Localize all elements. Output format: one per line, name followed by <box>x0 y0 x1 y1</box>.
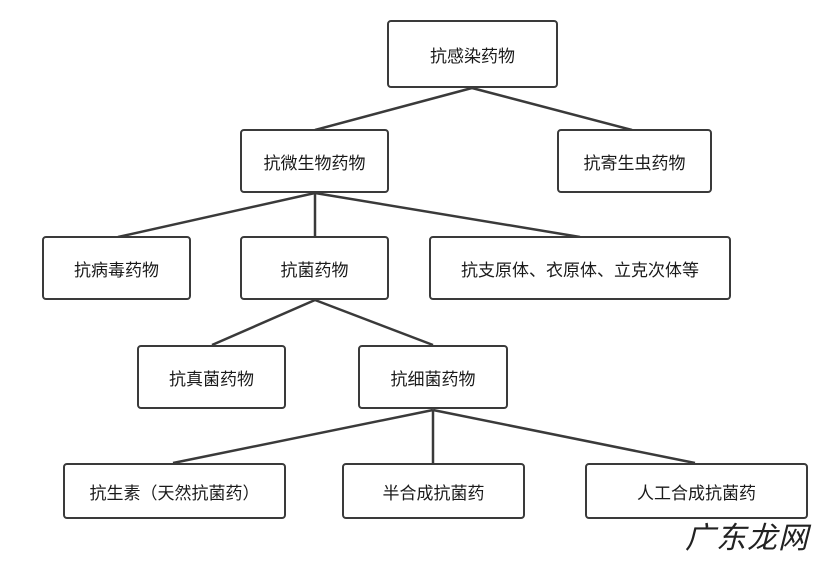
edge-antimicrobial-antimycoplasma <box>314 191 581 239</box>
node-antifungal-drugs: 抗真菌药物 <box>137 345 286 409</box>
node-antibiotics: 抗生素（天然抗菌药） <box>63 463 286 519</box>
edge-antibacterial-general-antibacterial <box>314 298 434 347</box>
node-antiviral-drugs: 抗病毒药物 <box>42 236 191 300</box>
edge-root-antiparasitic <box>471 86 633 132</box>
node-antiparasitic-drugs: 抗寄生虫药物 <box>557 129 712 193</box>
node-antibacterial-drugs: 抗细菌药物 <box>358 345 508 409</box>
edge-antibacterial-general-antifungal <box>211 298 316 347</box>
node-antimicrobial-drugs: 抗微生物药物 <box>240 129 389 193</box>
node-antimycoplasma-drugs: 抗支原体、衣原体、立克次体等 <box>429 236 731 300</box>
edge-antibacterial-antibiotics <box>172 408 434 465</box>
node-synthetic-antibacterials: 人工合成抗菌药 <box>585 463 808 519</box>
node-antibacterial-drugs-general: 抗菌药物 <box>240 236 389 300</box>
edge-antibacterial-synthetic <box>432 408 696 465</box>
watermark-logo: 广东龙网 <box>685 521 809 556</box>
edge-root-antimicrobial <box>314 86 473 132</box>
edge-antimicrobial-antiviral <box>117 191 316 239</box>
node-semisynthetic-antibacterials: 半合成抗菌药 <box>342 463 525 519</box>
node-anti-infective-drugs: 抗感染药物 <box>387 20 558 88</box>
